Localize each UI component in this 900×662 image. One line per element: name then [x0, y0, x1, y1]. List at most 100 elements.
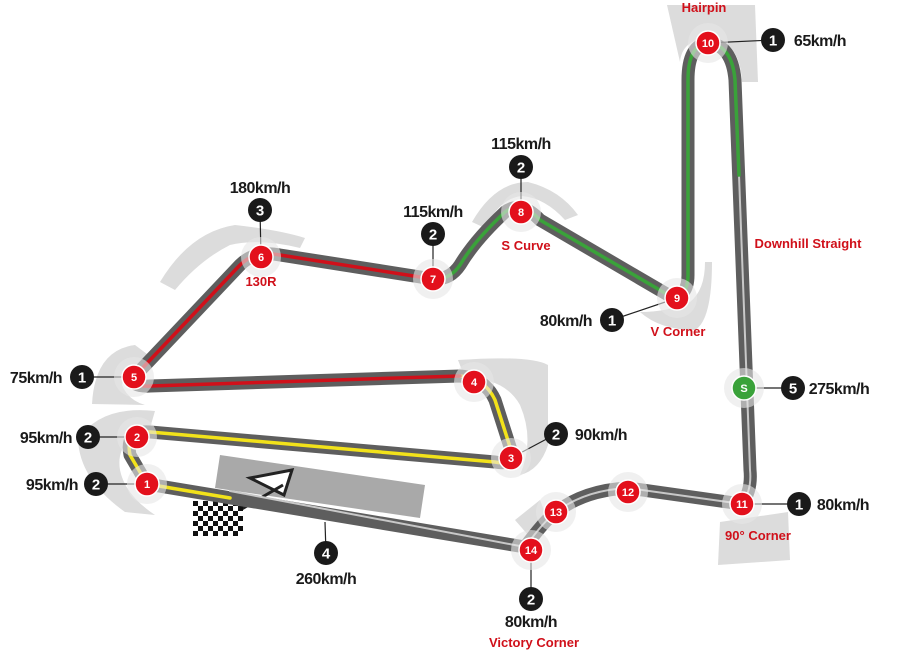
corner-number-badge	[695, 30, 721, 56]
gear-number: 1	[795, 497, 803, 514]
corner-number-badge	[508, 199, 534, 225]
corner-name: 90° Corner	[725, 528, 791, 543]
corner-speed: 65km/h	[794, 33, 846, 50]
corner-number: 9	[674, 293, 680, 305]
corner-number: 5	[131, 372, 137, 384]
corner-2: 2 2 95km/h	[20, 417, 157, 457]
corner-speed: 80km/h	[505, 614, 557, 631]
corner-number-badge	[134, 471, 160, 497]
gear-badge	[76, 425, 100, 449]
runoff-hairpin	[667, 5, 758, 82]
corner-speed: 95km/h	[26, 477, 78, 494]
corner-speed: 80km/h	[817, 497, 869, 514]
corner-12: 12	[608, 472, 648, 512]
gear-badge	[248, 198, 272, 222]
gear-number: 5	[789, 381, 797, 398]
corner-number: 13	[550, 507, 562, 519]
gear-number: 2	[92, 477, 100, 494]
gear-badge	[544, 422, 568, 446]
corner-9: 9 1 80km/h V Corner	[540, 278, 706, 339]
corner-name: Hairpin	[682, 0, 727, 15]
corner-6: 6 3 180km/h 130R	[230, 180, 291, 289]
gear-number: 4	[322, 546, 331, 563]
gear-badge	[314, 541, 338, 565]
gear-number: 2	[527, 592, 535, 609]
pit-building	[215, 455, 425, 518]
corner-speed: 180km/h	[230, 180, 291, 197]
gear-number: 2	[552, 427, 560, 444]
gear-badge	[600, 308, 624, 332]
corner-speed: 75km/h	[10, 370, 62, 387]
corner-number: 1	[144, 479, 150, 491]
corner-name: Downhill Straight	[755, 236, 863, 251]
corner-speed: 275km/h	[809, 381, 870, 398]
gear-number: 1	[608, 313, 616, 330]
corner-speed: 95km/h	[20, 430, 72, 447]
corner-8: 8 2 115km/h S Curve	[491, 136, 551, 253]
direction-arrow-icon	[245, 468, 295, 498]
corner-number-badge	[543, 499, 569, 525]
corner-number-badge	[729, 491, 755, 517]
corner-speed: 80km/h	[540, 313, 592, 330]
gear-badge	[84, 472, 108, 496]
gear-badge	[70, 365, 94, 389]
corner-number-badge	[248, 244, 274, 270]
corner-name: 130R	[245, 274, 277, 289]
corner-number-badge	[121, 364, 147, 390]
corner-10: 10 1 65km/h Hairpin	[682, 0, 847, 63]
gear-badge	[519, 587, 543, 611]
corner-1: 1 2 95km/h	[26, 464, 167, 504]
corner-name: S Curve	[501, 238, 550, 253]
corner-number: 2	[134, 432, 140, 444]
corner-13: 13	[536, 492, 576, 532]
runoff-s-curve	[472, 182, 578, 228]
corner-number-badge	[461, 369, 487, 395]
corner-number: 8	[518, 207, 524, 219]
runoff-3-4	[458, 358, 548, 475]
corner-3: 3 2 90km/h	[491, 422, 628, 478]
corner-number: 11	[736, 499, 748, 511]
runoff-11	[718, 512, 790, 565]
corner-number: 3	[508, 453, 514, 465]
corner-number-badge	[420, 266, 446, 292]
corner-speed: 115km/h	[403, 204, 463, 221]
corner-7: 7 2 115km/h	[403, 204, 463, 299]
straight-speed: 260km/h	[296, 571, 357, 588]
corner-number-badge	[731, 375, 757, 401]
corner-S: S 5 275km/h Downhill Straight	[724, 236, 870, 408]
gear-badge	[421, 222, 445, 246]
corner-5: 5 1 75km/h	[10, 357, 154, 397]
corner-number-badge	[664, 285, 690, 311]
corner-speed: 90km/h	[575, 427, 627, 444]
gear-badge	[761, 28, 785, 52]
corner-number: 12	[622, 487, 634, 499]
corner-speed: 115km/h	[491, 136, 551, 153]
gear-badge	[509, 155, 533, 179]
gear-number: 1	[769, 33, 777, 50]
gear-number: 2	[84, 430, 92, 447]
corner-number: 7	[430, 274, 436, 286]
checkered-flag-icon	[193, 501, 243, 536]
corner-number-badge	[518, 537, 544, 563]
corner-number: 14	[525, 545, 538, 557]
gear-number: 1	[78, 370, 86, 387]
corner-number-badge	[615, 479, 641, 505]
corner-4: 4	[454, 362, 494, 402]
corner-name: V Corner	[651, 324, 706, 339]
gear-badge	[781, 376, 805, 400]
corner-number: 6	[258, 252, 264, 264]
corner-name: Victory Corner	[489, 635, 579, 650]
runoff-v-corner	[640, 262, 712, 330]
gear-number: 2	[429, 227, 437, 244]
corner-number-badge	[498, 445, 524, 471]
gear-number: 3	[256, 203, 264, 220]
corner-number: 10	[702, 38, 714, 50]
corner-number-badge	[124, 424, 150, 450]
gear-number: 2	[517, 160, 525, 177]
corner-number: 4	[471, 377, 478, 389]
main-straight-speed: 4 260km/h	[296, 521, 357, 588]
corner-number: S	[740, 383, 747, 395]
